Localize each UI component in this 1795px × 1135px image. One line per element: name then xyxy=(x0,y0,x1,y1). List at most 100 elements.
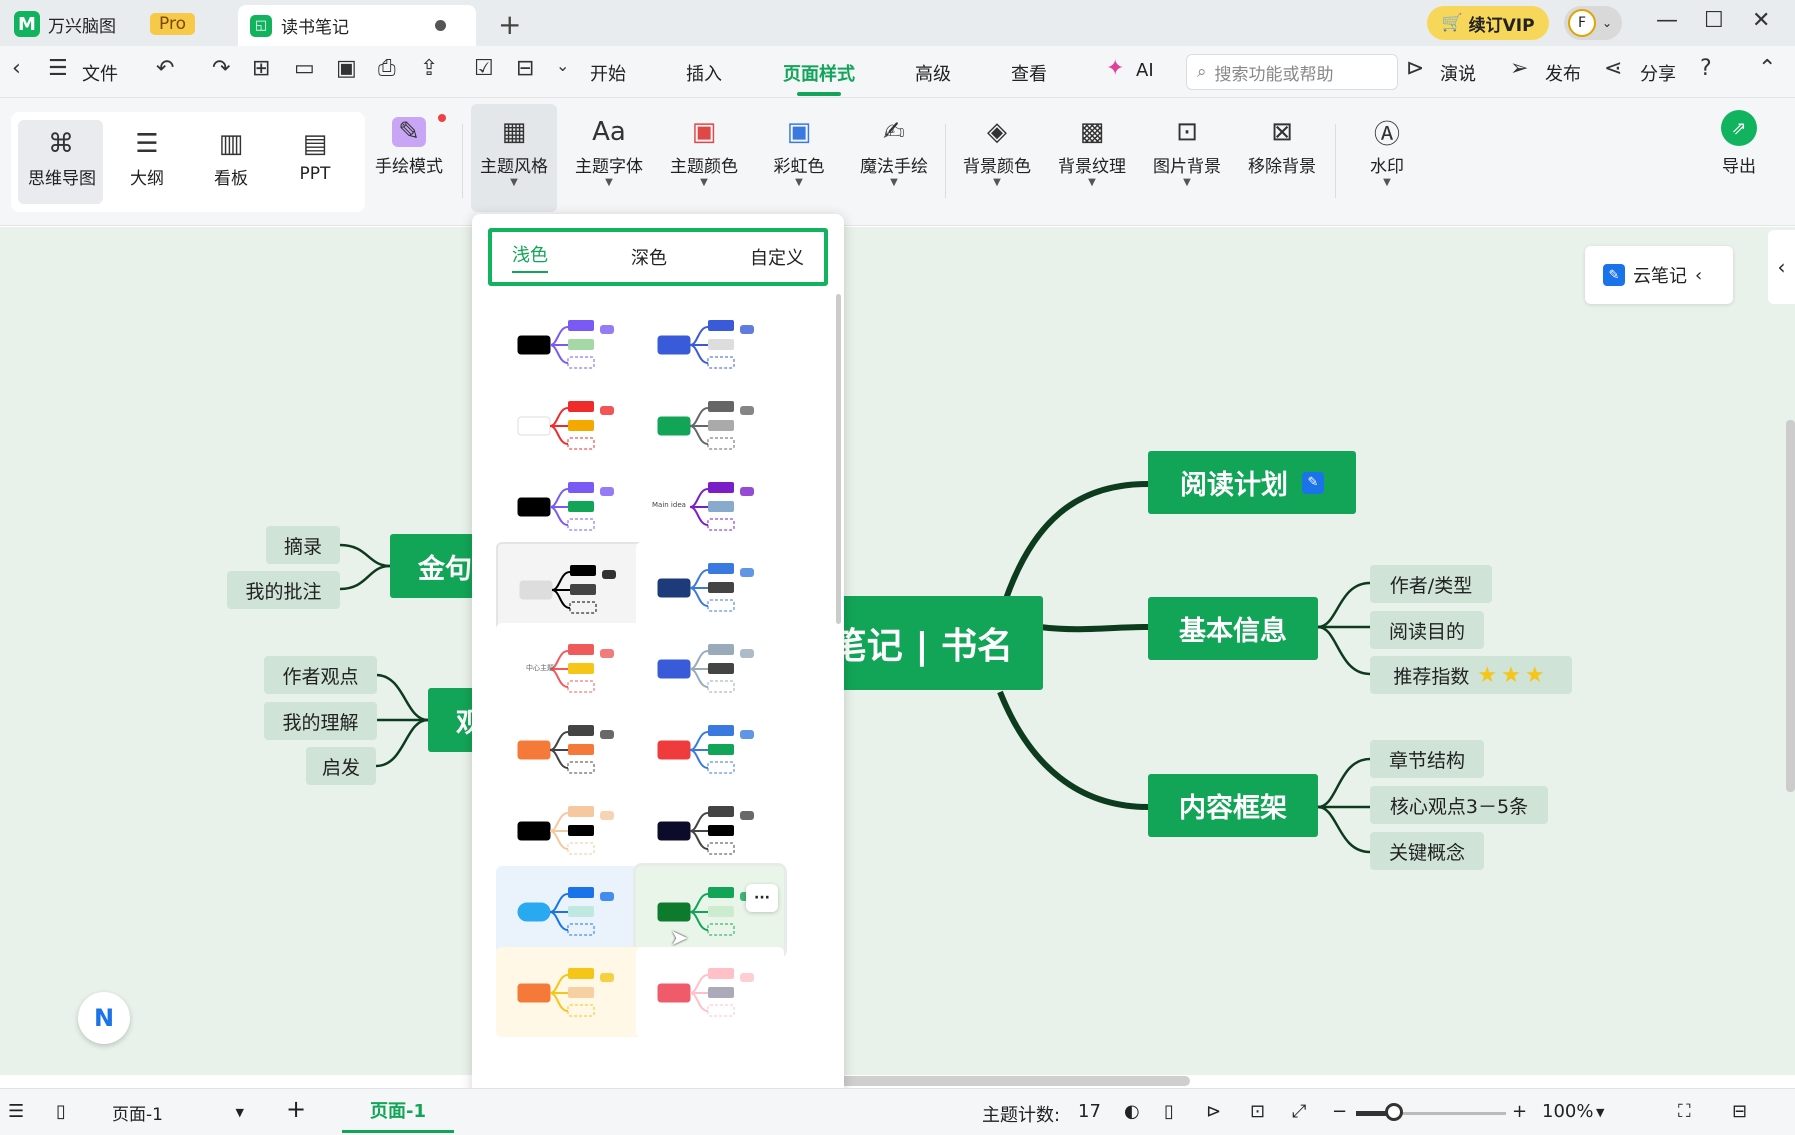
view-ppt-button[interactable]: ▤ PPT xyxy=(285,124,345,184)
bg-color-button[interactable]: ◈ 背景颜色 ▼ xyxy=(956,112,1038,189)
leaf-reading-purpose[interactable]: 阅读目的 xyxy=(1370,611,1484,649)
zoom-in-button[interactable]: + xyxy=(1512,1101,1528,1122)
theme-thumbnail[interactable] xyxy=(496,299,644,389)
theme-thumbnail[interactable] xyxy=(496,704,644,794)
fit-page-icon[interactable]: ⊡ xyxy=(1250,1101,1266,1122)
theme-thumbnail[interactable] xyxy=(496,461,644,551)
publish-icon[interactable]: ➢ xyxy=(1510,56,1529,81)
save-icon[interactable]: ▣ xyxy=(336,56,357,81)
menu-advanced[interactable]: 高级 xyxy=(915,64,951,85)
menu-share[interactable]: 分享 xyxy=(1640,64,1676,85)
theme-thumbnail[interactable] xyxy=(636,947,784,1037)
theme-thumbnail[interactable] xyxy=(636,785,784,875)
app-tab[interactable]: M 万兴脑图 Pro xyxy=(14,6,195,42)
side-panel-toggle[interactable]: ‹ xyxy=(1768,230,1795,304)
outline-toggle-icon[interactable]: ☰ xyxy=(8,1101,25,1122)
collapse-panel-icon[interactable]: ⊟ xyxy=(1732,1101,1748,1122)
node-reading-plan[interactable]: 阅读计划 ✎ xyxy=(1148,451,1356,514)
bg-texture-button[interactable]: ▩ 背景纹理 ▼ xyxy=(1051,112,1133,189)
vertical-scrollbar[interactable] xyxy=(1786,420,1795,792)
page-tab-active[interactable]: 页面-1 xyxy=(342,1089,454,1133)
expand-icon[interactable]: ⤢ xyxy=(1292,1101,1307,1122)
theme-thumbnail[interactable]: 中心主题 xyxy=(496,623,644,713)
zoom-slider-handle[interactable] xyxy=(1385,1103,1403,1121)
export-file-icon[interactable]: ⇪ xyxy=(420,56,439,81)
watermark-button[interactable]: Ⓐ 水印 ▼ xyxy=(1346,112,1428,189)
focus-icon[interactable]: ◐ xyxy=(1124,1101,1140,1122)
image-bg-button[interactable]: ⊡ 图片背景 ▼ xyxy=(1146,112,1228,189)
menu-insert[interactable]: 插入 xyxy=(686,64,722,85)
book-view-icon[interactable]: ▯ xyxy=(1164,1101,1174,1122)
menu-publish[interactable]: 发布 xyxy=(1545,64,1581,85)
hamburger-icon[interactable]: ☰ xyxy=(48,56,68,81)
undo-icon[interactable]: ↶ xyxy=(156,56,175,81)
open-folder-icon[interactable]: ▭ xyxy=(294,56,315,81)
theme-thumbnail[interactable] xyxy=(636,704,784,794)
ai-assistant-icon[interactable]: N xyxy=(78,992,130,1044)
leaf-author-view[interactable]: 作者观点 xyxy=(264,656,377,694)
remove-bg-button[interactable]: ⊠ 移除背景 xyxy=(1241,112,1323,177)
leaf-author-type[interactable]: 作者/类型 xyxy=(1370,565,1492,603)
node-quotes[interactable]: 金句 xyxy=(390,534,480,598)
theme-thumbnail[interactable] xyxy=(636,299,784,389)
leaf-my-notes[interactable]: 我的批注 xyxy=(227,571,340,609)
theme-thumbnail[interactable] xyxy=(496,866,644,956)
zoom-level[interactable]: 100% xyxy=(1542,1101,1594,1122)
theme-thumbnail[interactable]: ···➤ xyxy=(633,863,787,959)
leaf-inspiration[interactable]: 启发 xyxy=(306,747,376,785)
export-button[interactable]: ⇗ 导出 xyxy=(1700,108,1778,177)
tab-dark[interactable]: 深色 xyxy=(631,248,667,269)
menu-view[interactable]: 查看 xyxy=(1011,64,1047,85)
print-icon[interactable]: ⎙ xyxy=(378,56,396,81)
user-avatar[interactable]: F ⌄ xyxy=(1564,6,1622,40)
theme-thumbnail[interactable] xyxy=(496,380,644,470)
node-content-framework[interactable]: 内容框架 xyxy=(1148,774,1318,837)
close-icon[interactable]: ✕ xyxy=(1752,8,1771,33)
tab-custom[interactable]: 自定义 xyxy=(750,248,804,269)
panel-scrollbar[interactable] xyxy=(836,294,841,624)
tab-light[interactable]: 浅色 xyxy=(512,241,548,273)
menu-page-style[interactable]: 页面样式 xyxy=(783,64,855,85)
unsaved-dot-icon[interactable] xyxy=(435,20,446,31)
new-tab-button[interactable]: + xyxy=(498,8,522,41)
collapse-ribbon-icon[interactable]: ⌃ xyxy=(1758,56,1777,81)
checklist-icon[interactable]: ☑ xyxy=(474,56,494,81)
leaf-chapter-structure[interactable]: 章节结构 xyxy=(1370,740,1484,778)
search-input[interactable]: 搜索功能或帮助 xyxy=(1214,64,1334,85)
save-as-icon[interactable]: ⊟ xyxy=(516,56,535,81)
magic-draw-button[interactable]: ✍ 魔法手绘 ▼ xyxy=(853,112,935,189)
search-box[interactable]: ⌕ 搜索功能或帮助 xyxy=(1186,54,1398,90)
rainbow-color-button[interactable]: ▣ 彩虹色 ▼ xyxy=(758,112,840,189)
back-icon[interactable]: ‹ xyxy=(12,56,21,81)
zoom-slider[interactable] xyxy=(1356,1112,1506,1115)
zoom-out-button[interactable]: − xyxy=(1332,1101,1348,1122)
theme-thumbnail[interactable]: Main idea xyxy=(636,461,784,551)
theme-thumbnail[interactable] xyxy=(636,623,784,713)
present-icon[interactable]: ⊳ xyxy=(1406,56,1425,81)
new-file-icon[interactable]: ⊞ xyxy=(252,56,271,81)
minimize-icon[interactable]: — xyxy=(1656,8,1678,33)
menu-present[interactable]: 演说 xyxy=(1440,64,1476,85)
leaf-key-concepts[interactable]: 关键概念 xyxy=(1370,832,1484,870)
share-icon[interactable]: ⋖ xyxy=(1604,56,1623,81)
help-icon[interactable]: ? xyxy=(1700,56,1712,81)
leaf-core-views[interactable]: 核心观点3－5条 xyxy=(1370,786,1548,824)
page-select[interactable]: 页面-1 ▼ xyxy=(104,1095,252,1129)
leaf-my-understanding[interactable]: 我的理解 xyxy=(264,702,377,740)
menu-file[interactable]: 文件 xyxy=(82,64,118,85)
theme-font-button[interactable]: Aa 主题字体 ▼ xyxy=(568,112,650,189)
add-page-button[interactable]: + xyxy=(286,1095,307,1123)
leaf-recommendation[interactable]: 推荐指数 ★★★ xyxy=(1370,656,1572,694)
theme-thumbnail[interactable] xyxy=(496,947,644,1037)
caret-down-icon[interactable]: ▼ xyxy=(1596,1106,1605,1119)
theme-thumbnail[interactable] xyxy=(636,542,784,632)
cloud-note-button[interactable]: ✎ 云笔记 ‹ xyxy=(1585,246,1733,304)
theme-style-button[interactable]: ▦ 主题风格 ▼ xyxy=(473,112,555,189)
central-topic[interactable]: 笔记 | 书名 xyxy=(820,596,1043,690)
document-tab[interactable]: ◱ 读书笔记 xyxy=(238,5,476,46)
menu-ai[interactable]: AI xyxy=(1136,60,1154,81)
leaf-excerpt[interactable]: 摘录 xyxy=(266,526,340,564)
more-dropdown-icon[interactable]: ⌄ xyxy=(556,56,570,75)
renew-vip-button[interactable]: 🛒 续订VIP xyxy=(1427,6,1549,40)
horizontal-scrollbar[interactable] xyxy=(840,1076,1190,1086)
